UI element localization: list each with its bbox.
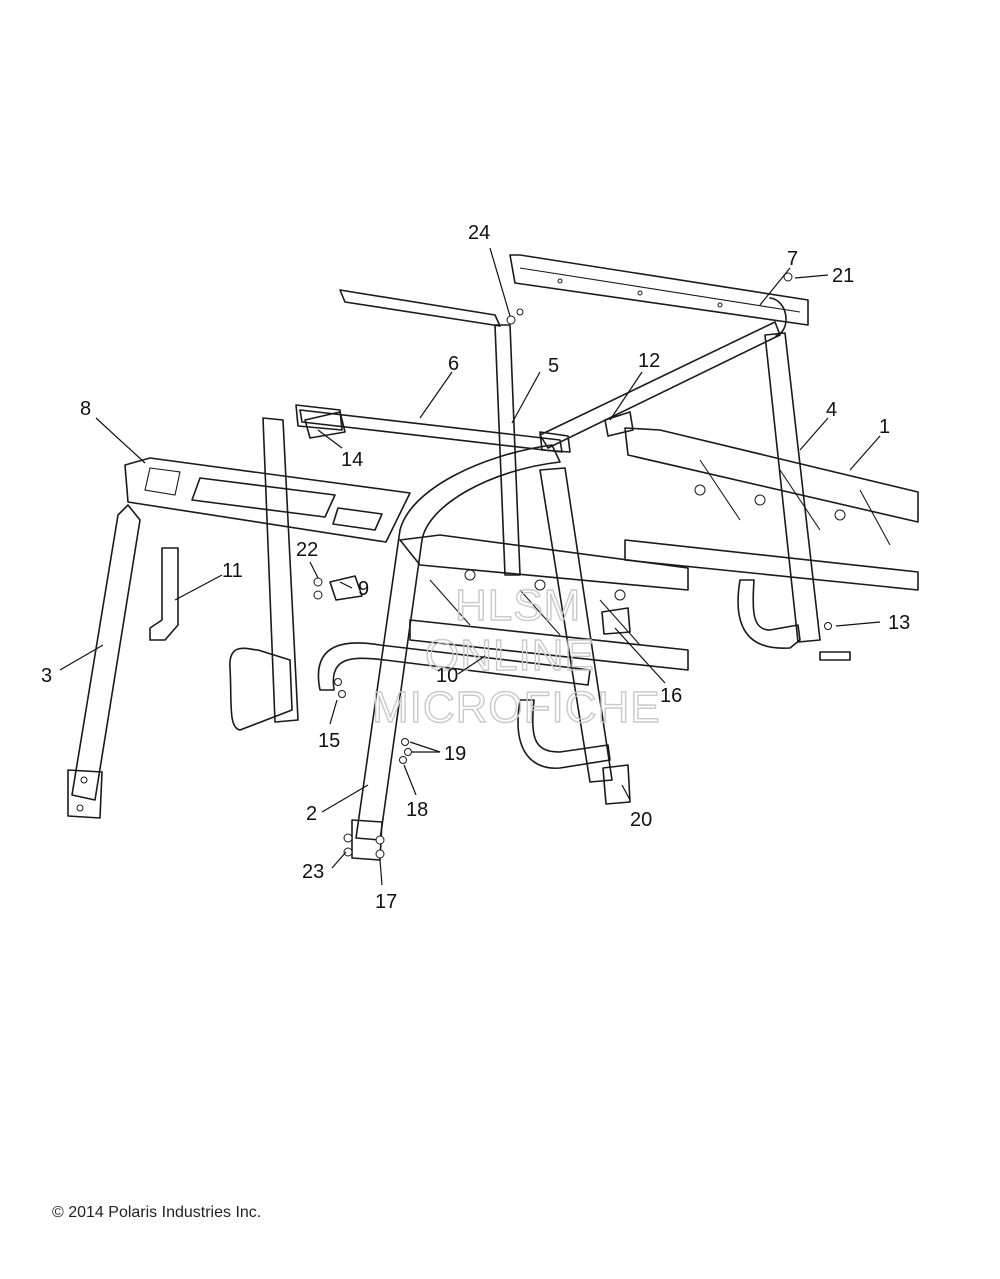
hardware-fasteners: [304, 272, 851, 859]
part-bolt-12: [604, 411, 634, 437]
part-front-left-leg: [67, 417, 299, 819]
callout-4: 4: [826, 399, 837, 421]
part-rear-side-rail: [624, 427, 919, 591]
part-front-panel: [124, 457, 411, 543]
callout-16: 16: [660, 685, 682, 707]
leader-lines: [59, 247, 881, 886]
part-mid-side-rail: [399, 534, 689, 671]
callout-13: 13: [888, 612, 910, 634]
callout-17: 17: [375, 891, 397, 913]
callout-24: 24: [468, 222, 490, 244]
callout-21: 21: [832, 265, 854, 287]
part-rear-top-rail: [509, 254, 809, 326]
callout-7: 7: [787, 248, 798, 270]
callout-18: 18: [406, 799, 428, 821]
callout-5: 5: [548, 355, 559, 377]
callout-labels: 1 2 3 4 5 6 7 8 9 10 11 12 13 14 15 16 1…: [41, 222, 910, 913]
part-bolt-20: [602, 764, 631, 805]
callout-12: 12: [638, 350, 660, 372]
part-bracket-14: [304, 411, 346, 439]
part-bracket-16: [601, 607, 631, 635]
callout-9: 9: [358, 578, 369, 600]
callout-23: 23: [302, 861, 324, 883]
callout-11: 11: [222, 560, 243, 582]
watermark-line-1: HLSM: [455, 581, 581, 630]
callout-10: 10: [436, 665, 458, 687]
part-bracket-9: [329, 575, 363, 601]
copyright-notice: © 2014 Polaris Industries Inc.: [52, 1204, 262, 1221]
callout-8: 8: [80, 398, 91, 420]
callout-20: 20: [630, 809, 652, 831]
callout-15: 15: [318, 730, 340, 752]
part-lower-hoop: [229, 579, 801, 770]
watermark: HLSM ONLINE MICROFICHE: [371, 580, 661, 732]
part-bolt-13: [819, 651, 851, 661]
watermark-line-3: MICROFICHE: [372, 683, 661, 732]
part-diagonal-crossbar: [339, 289, 787, 449]
callout-14: 14: [341, 449, 363, 471]
callout-1: 1: [879, 416, 890, 438]
callout-2: 2: [306, 803, 317, 825]
callout-3: 3: [41, 665, 52, 687]
callout-19: 19: [444, 743, 466, 765]
watermark-line-2: ONLINE: [425, 631, 595, 680]
callout-22: 22: [296, 539, 318, 561]
part-grab-handle: [149, 547, 179, 641]
part-front-roof-crossbar: [295, 404, 571, 453]
callout-6: 6: [448, 353, 459, 375]
